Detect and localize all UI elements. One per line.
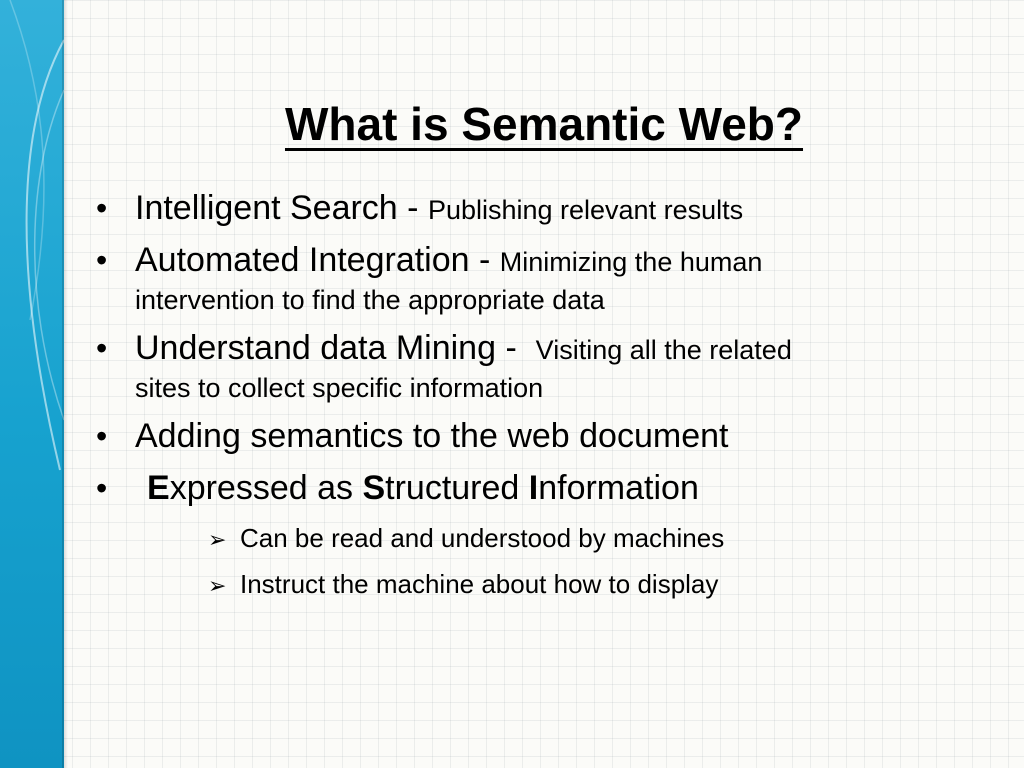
sub-bullet-list: ➢Can be read and understood by machines … [135,516,996,608]
sidebar-swirl-graphic [9,0,64,471]
bullet-detail: Visiting all the related [535,335,792,365]
bullet-detail: Minimizing the human [499,247,763,277]
bullet-detail: Publishing relevant results [427,195,744,225]
bullet-understand-data-mining: • Understand data Mining - Visiting all … [96,326,996,406]
bullet-detail-continued: sites to collect specific information [135,373,544,403]
bullet-automated-integration: • Automated Integration - Minimizing the… [96,238,996,318]
bullet-detail-continued: intervention to find the appropriate dat… [135,285,605,315]
text-tructured: tructured [385,469,529,507]
arrow-bullet-icon: ➢ [208,527,227,552]
bullet-list: • Intelligent Search - Publishing releva… [96,186,996,616]
text-nformation: nformation [538,469,699,507]
sub-bullet-machine-readable: ➢ Can be read and understood by machines [208,516,996,562]
bullet-heading: Adding semantics to the web document [135,417,729,455]
bullet-dot-icon: • [96,470,108,506]
sub-bullet-text: Instruct the machine about how to displa… [240,569,719,599]
bullet-adding-semantics: • Adding semantics to the web document [96,414,996,458]
slide-title: What is Semantic Web? [284,97,804,150]
bullet-expressed-structured-information: • Expressed as Structured Information ➢ C… [96,466,996,608]
sub-bullet-instruct-display: ➢ Instruct the machine about how to displ… [208,562,996,608]
sidebar-shadow [62,0,68,768]
bold-letter-i: I [528,469,539,507]
bullet-heading: Intelligent Search - [135,189,428,227]
bold-letter-e: E [147,469,170,507]
bullet-dot-icon: • [96,330,108,366]
bullet-dot-icon: • [96,418,108,454]
bullet-heading: Understand data Mining - [135,329,536,367]
bullet-heading: Expressed as Structured Information [135,469,699,507]
text-xpressed-as: xpressed as [169,469,363,507]
decorative-sidebar [0,0,64,768]
bullet-dot-icon: • [96,190,108,226]
sub-bullet-text: Can be read and understood by machines [240,523,725,553]
bullet-intelligent-search: • Intelligent Search - Publishing releva… [96,186,996,230]
bold-letter-s: S [362,469,386,507]
bullet-dot-icon: • [96,242,108,278]
arrow-bullet-icon: ➢ [208,573,227,598]
bullet-heading: Automated Integration - [135,241,500,279]
